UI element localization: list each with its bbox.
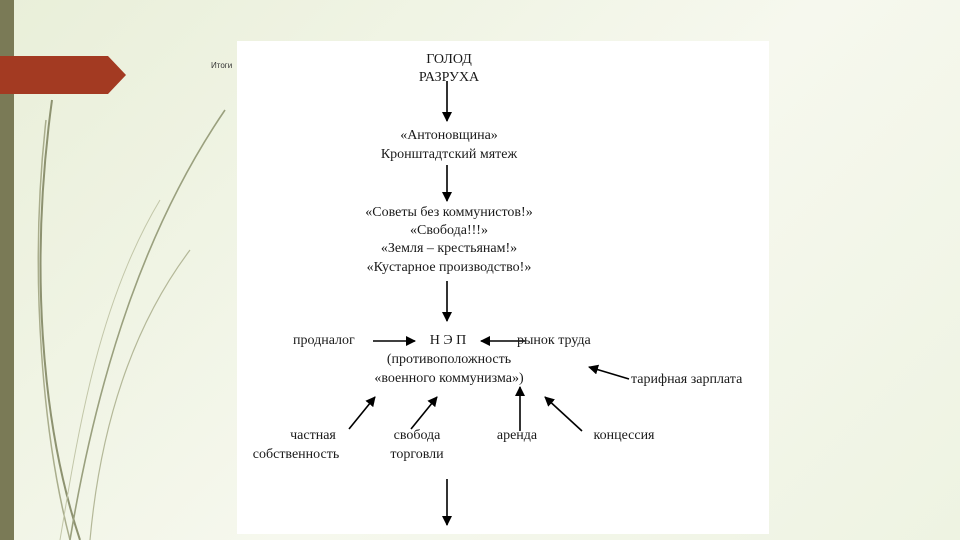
label-hunger: ГОЛОД xyxy=(426,52,472,67)
label-slogan-2: «Свобода!!!» xyxy=(410,223,488,238)
label-trade-2: торговли xyxy=(390,447,444,462)
diagram-panel xyxy=(237,41,769,534)
label-labor-market: рынок труда xyxy=(517,333,591,348)
label-tariff-wage: тарифная зарплата xyxy=(631,372,743,387)
nep-diagram: ГОЛОД РАЗРУХА «Антоновщина» Кронштадтски… xyxy=(237,41,769,534)
label-private-1: частная xyxy=(290,428,336,443)
label-lease: аренда xyxy=(496,428,538,443)
label-concession: концессия xyxy=(593,428,655,443)
arrow-trade-to-nep xyxy=(410,396,438,430)
label-prodnalog: продналог xyxy=(293,333,355,348)
label-slogan-3: «Земля – крестьянам!» xyxy=(380,241,518,256)
arrow-concession-to-nep xyxy=(544,396,583,432)
label-nep-desc-1: (противоположность xyxy=(386,352,512,367)
label-ruin: РАЗРУХА xyxy=(418,70,480,85)
label-nep: Н Э П xyxy=(429,333,467,348)
label-antonovshchina: «Антоновщина» xyxy=(400,128,498,143)
diagram-arrows xyxy=(348,81,630,526)
label-slogan-1: «Советы без коммунистов!» xyxy=(365,205,533,220)
label-slogan-4: «Кустарное производство!» xyxy=(366,260,532,275)
arrow-private-to-nep xyxy=(348,396,376,430)
label-nep-desc-2: «военного коммунизма») xyxy=(374,371,524,386)
label-trade-1: свобода xyxy=(393,428,441,443)
label-kronstadt: Кронштадтский мятеж xyxy=(380,147,518,162)
slide-title: Итоги xyxy=(211,61,233,70)
arrow-wage-to-nep xyxy=(588,364,630,380)
title-tab-shape xyxy=(0,56,126,94)
left-accent-bar xyxy=(0,0,14,540)
label-private-2: собственность xyxy=(252,447,340,462)
